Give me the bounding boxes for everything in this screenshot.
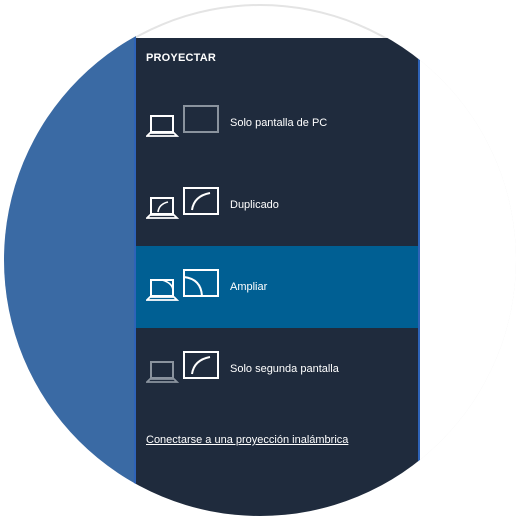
desktop-background xyxy=(4,4,136,516)
option-label: Duplicado xyxy=(230,199,279,211)
option-pc-screen-only[interactable]: Solo pantalla de PC xyxy=(136,82,418,164)
option-second-screen-only[interactable]: Solo segunda pantalla xyxy=(136,328,418,410)
circular-crop: PROYECTAR Solo pantalla de PC xyxy=(4,4,516,516)
option-label: Solo segunda pantalla xyxy=(230,363,339,375)
wireless-projection-link[interactable]: Conectarse a una proyección inalámbrica xyxy=(146,434,349,446)
second-screen-only-icon xyxy=(146,351,219,383)
duplicate-icon xyxy=(146,187,219,219)
option-duplicate[interactable]: Duplicado xyxy=(136,164,418,246)
panel-title: PROYECTAR xyxy=(146,52,217,64)
right-background xyxy=(418,4,516,516)
project-panel: PROYECTAR Solo pantalla de PC xyxy=(134,38,420,516)
extend-icon xyxy=(146,269,219,301)
option-label: Solo pantalla de PC xyxy=(230,117,328,129)
option-label: Ampliar xyxy=(230,281,268,293)
pc-screen-only-icon xyxy=(146,105,219,137)
option-extend[interactable]: Ampliar xyxy=(136,246,418,328)
